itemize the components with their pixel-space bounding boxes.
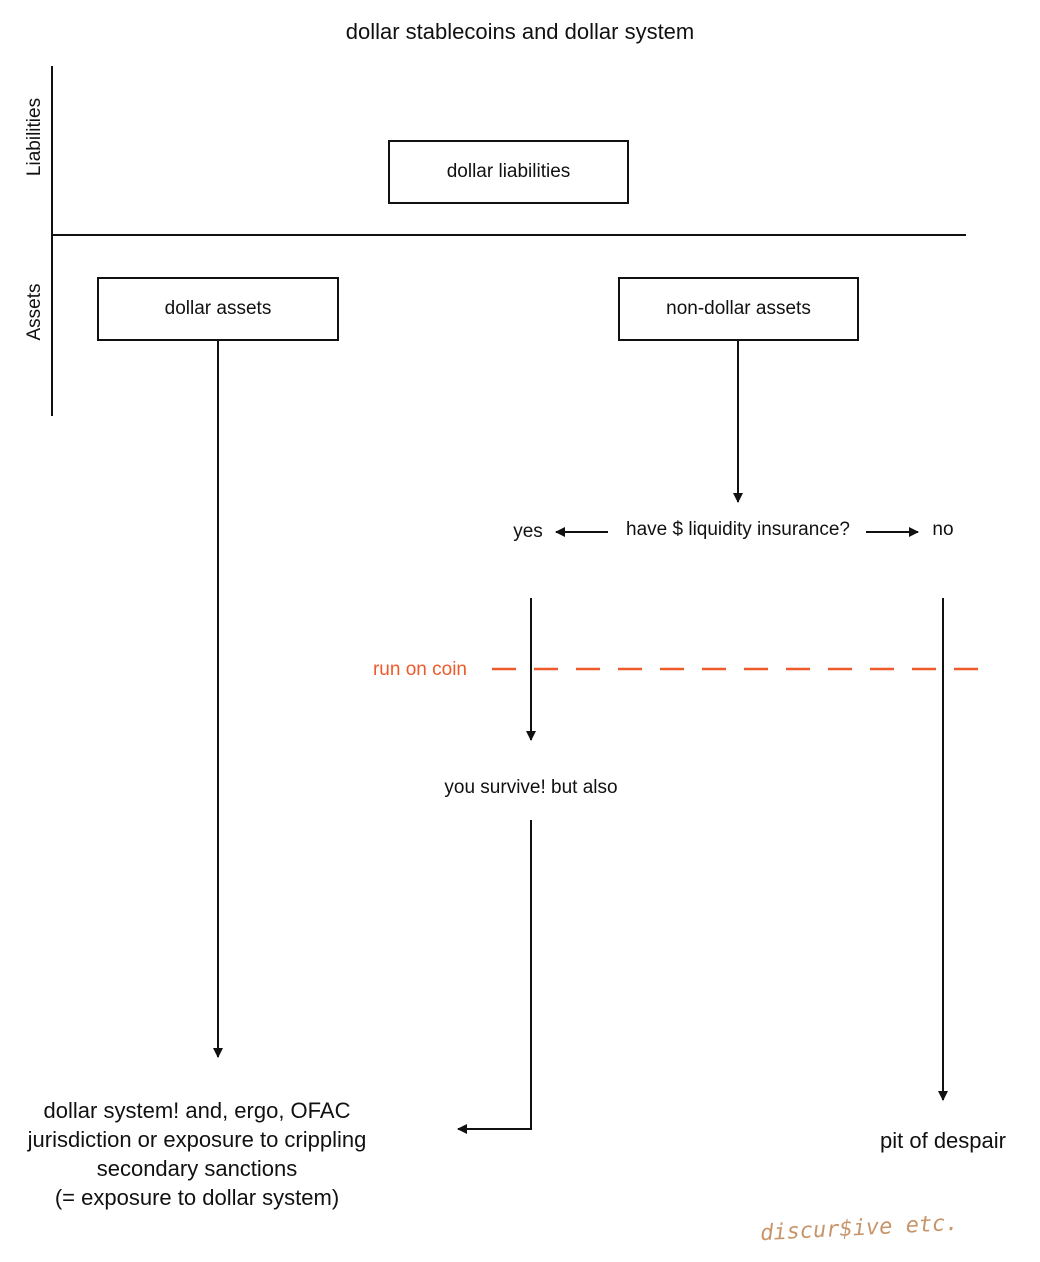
dollar-system-line-3: secondary sanctions — [96, 1156, 298, 1181]
dollar-system-line-2: jurisdiction or exposure to crippling — [27, 1127, 367, 1152]
pit-of-despair-label: pit of despair — [880, 1128, 1006, 1153]
non-dollar-assets-box: non-dollar assets — [618, 277, 859, 341]
no-label: no — [932, 519, 954, 540]
liquidity-insurance-question: have $ liquidity insurance? — [626, 519, 850, 540]
assets-axis-label: Assets — [24, 283, 45, 341]
yes-label: yes — [513, 521, 543, 542]
non-dollar-assets-label: non-dollar assets — [666, 298, 811, 319]
dollar-system-line-4: (= exposure to dollar system) — [54, 1185, 340, 1210]
arrow-survive-to-dollar-system — [457, 820, 532, 1134]
dollar-assets-box: dollar assets — [97, 277, 339, 341]
you-survive-label: you survive! but also — [444, 777, 618, 798]
dollar-liabilities-label: dollar liabilities — [446, 161, 571, 182]
run-on-coin-label: run on coin — [372, 659, 467, 680]
dollar-assets-label: dollar assets — [164, 298, 272, 319]
dollar-liabilities-box: dollar liabilities — [388, 140, 629, 204]
dollar-system-outcome: dollar system! and, ergo, OFAC jurisdict… — [4, 1096, 390, 1212]
diagram-title: dollar stablecoins and dollar system — [345, 19, 695, 44]
dollar-system-line-1: dollar system! and, ergo, OFAC — [43, 1098, 351, 1123]
liabilities-axis-label: Liabilities — [24, 97, 45, 177]
